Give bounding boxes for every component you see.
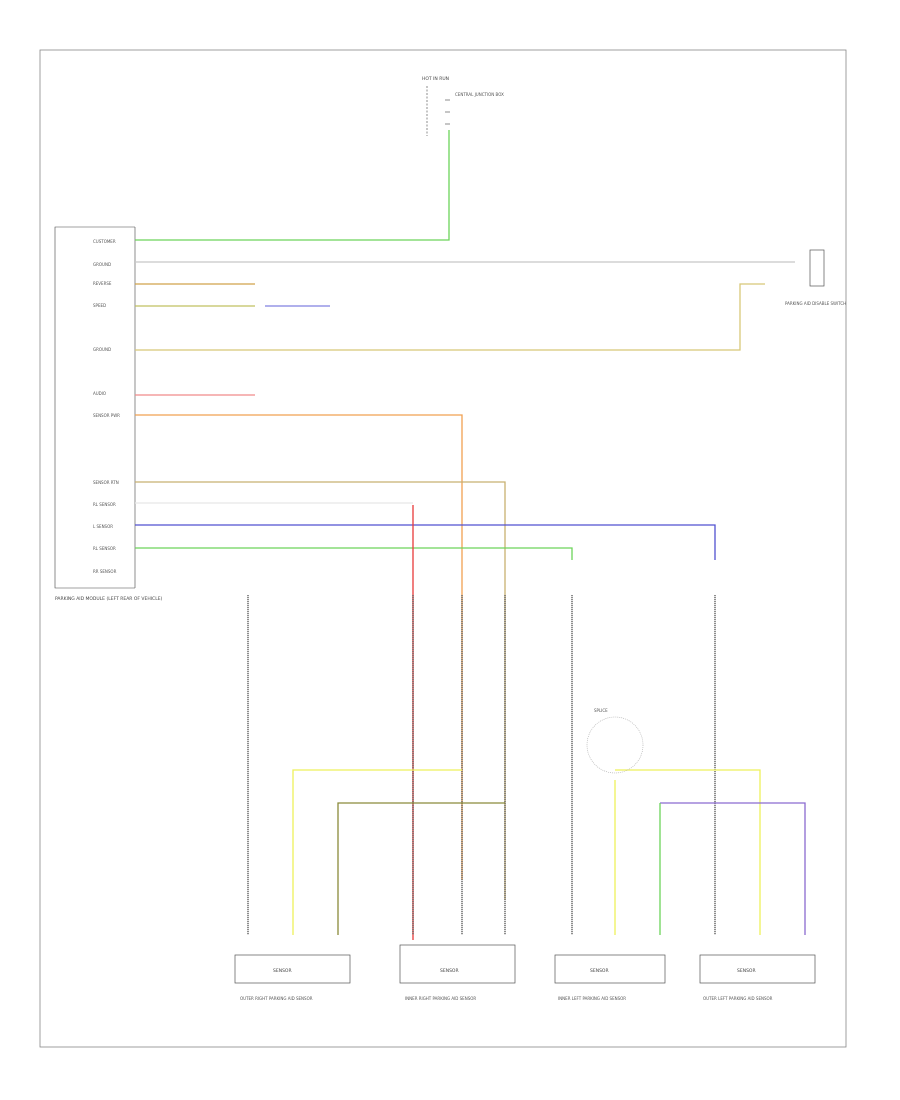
diagram-border	[39, 49, 847, 1048]
sensor-caption: INNER LEFT PARKING AID SENSOR	[558, 996, 626, 1001]
module-wires	[135, 130, 795, 940]
parking-aid-module: PARKING AID MODULE (LEFT REAR OF VEHICLE…	[54, 226, 163, 602]
fuse-detail: CENTRAL JUNCTION BOX	[455, 92, 504, 97]
wire-bus-yellow-right	[615, 769, 761, 935]
sensor-name: SENSOR	[737, 968, 756, 974]
module-pin-label: GROUND	[93, 347, 111, 352]
sensor-outer-right: SENSOR OUTER RIGHT PARKING AID SENSOR	[234, 954, 351, 1001]
splice-label: SPLICE	[594, 708, 608, 713]
module-pin-label: RR SENSOR	[93, 569, 117, 574]
wire-sensor-return	[135, 481, 506, 900]
sensor-inner-right: SENSOR INNER RIGHT PARKING AID SENSOR	[399, 944, 516, 1001]
splice: SPLICE	[586, 708, 644, 774]
wire-l-sensor	[135, 524, 716, 560]
sensor-outer-left: SENSOR OUTER LEFT PARKING AID SENSOR	[699, 954, 816, 1001]
module-pin-label: L SENSOR	[93, 524, 113, 529]
sensor-caption: OUTER RIGHT PARKING AID SENSOR	[240, 996, 313, 1001]
module-pin-label: REVERSE	[93, 281, 112, 286]
module-pin-label: SENSOR PWR	[93, 413, 120, 418]
module-pin-label: GROUND	[93, 262, 111, 267]
wire-bus-yellow	[292, 769, 462, 935]
disable-switch-label: PARKING AID DISABLE SWITCH	[785, 301, 846, 306]
wire-bus-olive	[337, 802, 505, 935]
module-pin-label: RL SENSOR	[93, 546, 116, 551]
sensor-inner-left: SENSOR INNER LEFT PARKING AID SENSOR	[554, 954, 666, 1001]
sensor-feeds	[247, 595, 716, 935]
module-pin-label: AUDIO	[93, 391, 106, 396]
module-pin-label: CUSTOMER	[93, 239, 116, 244]
wire-bus-purple	[660, 802, 806, 935]
sensor-name: SENSOR	[440, 968, 459, 974]
wire-green-power	[135, 130, 450, 241]
wire-disable-switch	[135, 283, 765, 351]
sensors: SENSOR OUTER RIGHT PARKING AID SENSOR SE…	[234, 944, 816, 1001]
fuse-label: HOT IN RUN	[422, 76, 449, 82]
disable-switch: PARKING AID DISABLE SWITCH	[785, 249, 846, 306]
wire-rl-sensor	[135, 547, 573, 560]
sensor-name: SENSOR	[273, 968, 292, 974]
sensor-caption: INNER RIGHT PARKING AID SENSOR	[405, 996, 476, 1001]
sensor-caption: OUTER LEFT PARKING AID SENSOR	[703, 996, 773, 1001]
module-pin-label: RL SENSOR	[93, 502, 116, 507]
bus-wires	[292, 769, 806, 935]
module-pin-label: SPEED	[93, 303, 106, 308]
fuse-block: HOT IN RUN CENTRAL JUNCTION BOX	[422, 76, 504, 136]
module-pin-label: SENSOR RTN	[93, 480, 119, 485]
module-label: PARKING AID MODULE (LEFT REAR OF VEHICLE…	[55, 596, 163, 602]
sensor-name: SENSOR	[590, 968, 609, 974]
